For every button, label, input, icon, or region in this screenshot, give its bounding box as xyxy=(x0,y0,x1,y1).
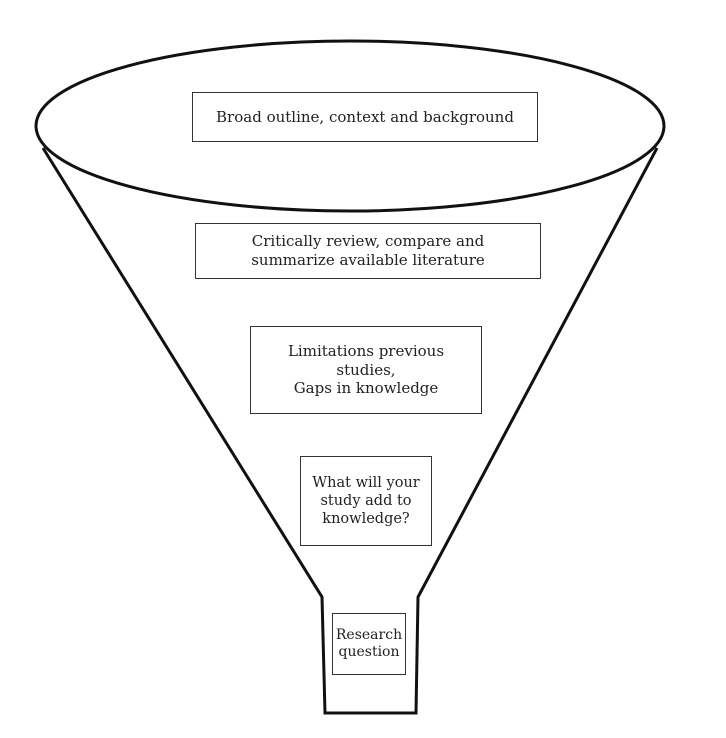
stage-text-line: Limitations previous xyxy=(287,341,445,360)
stage-box-study-contribution: What will your study add to knowledge? xyxy=(300,456,432,546)
stage-text-line: What will your xyxy=(312,474,420,491)
stage-box-broad-outline: Broad outline, context and background xyxy=(192,92,538,142)
stage-text-line: Gaps in knowledge xyxy=(293,379,439,398)
stage-text-line: Research xyxy=(335,626,403,643)
stage-box-review-literature: Critically review, compare and summarize… xyxy=(195,223,541,279)
stage-box-research-question: Research question xyxy=(332,613,406,675)
stage-text-line: studies, xyxy=(336,360,396,379)
stage-text-line: question xyxy=(338,644,400,660)
stage-text-line: summarize available literature xyxy=(251,251,485,269)
stage-text-line: Broad outline, context and background xyxy=(216,107,514,126)
stage-box-limitations-gaps: Limitations previous studies, Gaps in kn… xyxy=(250,326,482,414)
stage-text-line: Critically review, compare and xyxy=(251,232,485,251)
funnel-cone-outline xyxy=(41,147,659,715)
stage-text-line: knowledge? xyxy=(322,511,410,528)
stage-text-line: study add to xyxy=(320,492,412,509)
